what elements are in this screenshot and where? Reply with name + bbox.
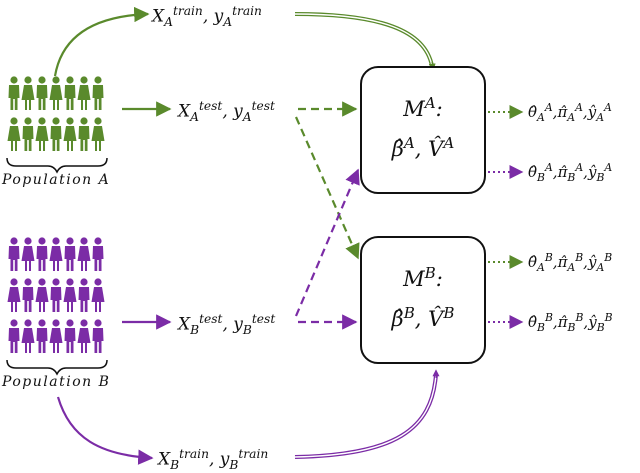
arrow-train-b-to-model-b	[294, 373, 438, 459]
training-data-a: XAtrain, yAtrain	[152, 4, 262, 30]
arrow-pop-b-to-train	[56, 396, 154, 465]
person-icon	[63, 278, 77, 312]
person-icon	[91, 117, 105, 151]
person-icon	[8, 237, 20, 271]
model-b-box	[360, 236, 486, 364]
output-model-b-pop-a: θ̂AB,π̂AB,ŷAB	[528, 251, 613, 274]
person-icon	[36, 319, 48, 353]
output-model-a-pop-a: θ̂AA,π̂AA,ŷAA	[528, 101, 612, 124]
person-icon	[21, 76, 35, 110]
arrow-test-b-to-model-a	[294, 168, 360, 317]
person-icon	[63, 117, 77, 151]
person-icon	[21, 319, 35, 353]
person-icon	[7, 278, 21, 312]
population-a-brace	[6, 157, 108, 174]
person-icon	[64, 319, 76, 353]
person-icon	[50, 278, 62, 312]
arrow-train-a-to-model-a	[294, 12, 434, 67]
person-icon	[78, 117, 90, 151]
person-icon	[8, 319, 20, 353]
person-icon	[22, 117, 34, 151]
person-icon	[49, 76, 63, 110]
model-a-box	[360, 66, 486, 194]
person-icon	[77, 76, 91, 110]
population-b-brace	[6, 359, 108, 376]
person-icon	[50, 117, 62, 151]
person-icon	[92, 319, 104, 353]
model-a-params: β̂A, V̂A	[391, 134, 455, 161]
training-data-b: XBtrain, yBtrain	[158, 447, 269, 473]
person-icon	[92, 76, 104, 110]
output-model-b-pop-b: θ̂BB,π̂BB,ŷBB	[528, 311, 613, 334]
person-icon	[49, 237, 63, 271]
person-icon	[78, 278, 90, 312]
arrow-pop-a-to-train	[53, 6, 150, 77]
person-icon	[64, 237, 76, 271]
population-a-label: Population A	[2, 172, 111, 188]
person-icon	[36, 76, 48, 110]
person-icon	[49, 319, 63, 353]
person-icon	[7, 117, 21, 151]
population-a-figures	[7, 76, 105, 151]
person-icon	[77, 319, 91, 353]
model-b-title: MB:	[403, 264, 443, 291]
population-b-figures	[7, 237, 105, 353]
person-icon	[21, 237, 35, 271]
arrow-test-a-to-model-b	[294, 116, 360, 260]
arrow-train-a-inner	[294, 13, 433, 67]
person-icon	[77, 237, 91, 271]
model-b-params: β̂B, V̂B	[391, 304, 455, 331]
person-icon	[8, 76, 20, 110]
output-model-a-pop-b: θ̂BA,π̂BA,ŷBA	[528, 161, 613, 184]
model-a-title: MA:	[403, 94, 443, 121]
arrow-train-b-inner	[294, 373, 437, 458]
person-icon	[35, 117, 49, 151]
person-icon	[91, 278, 105, 312]
person-icon	[35, 278, 49, 312]
person-icon	[64, 76, 76, 110]
person-icon	[22, 278, 34, 312]
population-b-label: Population B	[2, 374, 111, 390]
person-icon	[36, 237, 48, 271]
test-data-b: XBtest, yBtest	[178, 312, 276, 338]
person-icon	[92, 237, 104, 271]
test-data-a: XAtest, yAtest	[178, 99, 275, 125]
